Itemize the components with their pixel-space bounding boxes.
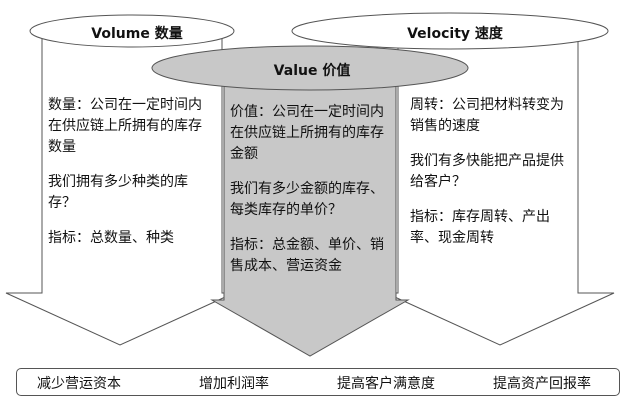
value-arrow xyxy=(210,67,410,357)
outcomes-bar: 减少营运资本 增加利润率 提高客户满意度 提高资产回报率 xyxy=(16,368,620,396)
value-metrics: 指标：总金额、单价、销售成本、营运资金 xyxy=(230,237,384,274)
outcome-reduce-working-capital: 减少营运资本 xyxy=(37,376,121,392)
velocity-definition: 周转：公司把材料转变为销售的速度 xyxy=(410,97,564,134)
value-definition: 价值：公司在一定时间内在供应链上所拥有的库存金额 xyxy=(230,104,384,162)
value-header: Value 价值 xyxy=(273,63,351,79)
volume-header: Volume 数量 xyxy=(91,26,183,42)
value-text: 价值：公司在一定时间内在供应链上所拥有的库存金额 我们有多少金额的库存、每类库存… xyxy=(230,102,394,291)
value-question: 我们有多少金额的库存、每类库存的单价？ xyxy=(230,181,384,218)
velocity-ellipse xyxy=(291,12,609,50)
velocity-header: Velocity 速度 xyxy=(407,26,503,42)
value-ellipse xyxy=(151,45,469,91)
volume-definition: 数量：公司在一定时间内在供应链上所拥有的库存数量 xyxy=(48,97,202,155)
outcome-customer-satisfaction: 提高客户满意度 xyxy=(337,376,435,392)
velocity-metrics: 指标：库存周转、产出率、现金周转 xyxy=(410,209,550,246)
outcome-return-on-assets: 提高资产回报率 xyxy=(493,376,591,392)
velocity-text: 周转：公司把材料转变为销售的速度 我们有多快能把产品提供给客户？ 指标：库存周转… xyxy=(410,95,570,263)
volume-text: 数量：公司在一定时间内在供应链上所拥有的库存数量 我们拥有多少种类的库存？ 指标… xyxy=(48,95,212,263)
volume-question: 我们拥有多少种类的库存？ xyxy=(48,174,188,211)
velocity-question: 我们有多快能把产品提供给客户？ xyxy=(410,153,564,190)
volume-ellipse xyxy=(29,14,235,48)
outcome-increase-profit-margin: 增加利润率 xyxy=(199,376,269,392)
volume-metrics: 指标：总数量、种类 xyxy=(48,230,174,246)
